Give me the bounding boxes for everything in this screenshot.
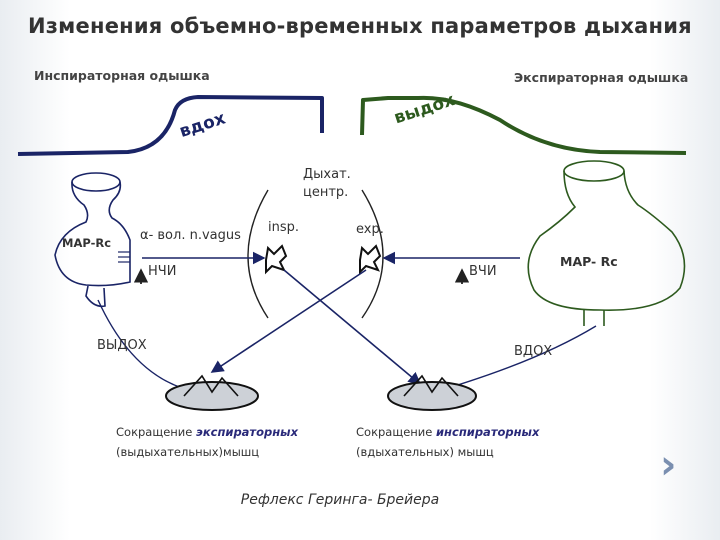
inspiratory-muscle-ellipse — [387, 381, 477, 411]
insp-label: insp. — [268, 220, 300, 235]
right-flask-label: MAP- Rc — [560, 254, 618, 269]
insp-neuron-icon — [265, 244, 288, 275]
exp-to-expiratory-muscles — [210, 269, 367, 373]
left-caption-line1: Сокращение экспираторных — [116, 425, 298, 439]
left-subtitle: Инспираторная одышка — [34, 68, 210, 83]
right-caption-line1: Сокращение инспираторных — [356, 425, 539, 439]
right-caption-prefix: Сокращение — [356, 425, 436, 439]
expiratory-muscle-fibers — [183, 374, 239, 397]
center-label-line1: Дыхат. — [303, 167, 351, 182]
left-caption-line2: (выдыхательных)мышц — [116, 445, 260, 459]
left-flask — [54, 172, 131, 308]
wave-left-label: вдох — [177, 108, 228, 142]
chevron-right-icon[interactable]: › — [660, 442, 677, 488]
exp-neuron-icon — [359, 244, 382, 275]
right-subtitle: Экспираторная одышка — [514, 70, 689, 85]
left-flask-label: MAP-Rc — [62, 236, 112, 250]
right-feedback-curve — [447, 325, 597, 389]
right-caption-line2: (вдыхательных) мышц — [356, 445, 494, 459]
left-caption-emphasis: экспираторных — [196, 425, 298, 439]
left-caption-prefix: Сокращение — [116, 425, 196, 439]
expiratory-wave — [360, 95, 687, 155]
right-caption-emphasis: инспираторных — [436, 425, 540, 439]
page-title: Изменения объемно-временных параметров д… — [28, 14, 692, 38]
respiratory-center-label: Дыхат. центр. — [303, 166, 351, 202]
wave-right-label: выдох — [392, 90, 458, 128]
reflex-label: Рефлекс Геринга- Брейера — [240, 492, 440, 508]
expiratory-muscle-ellipse — [165, 381, 259, 411]
insp-to-inspiratory-muscles — [283, 269, 422, 386]
receptor-lines — [118, 251, 130, 263]
center-label-line2: центр. — [303, 185, 349, 200]
left-phase-label: ВЫДОХ — [97, 338, 147, 353]
right-flask — [527, 160, 686, 326]
center-left-bracket — [247, 189, 269, 319]
inspiratory-muscle-fibers — [403, 374, 459, 397]
inspiratory-wave — [17, 95, 324, 156]
left-feedback-curve — [97, 299, 183, 389]
vagus-label: α- вол. n.vagus — [140, 228, 241, 243]
right-phase-label: ВДОХ — [514, 344, 553, 359]
vchi-label: ВЧИ — [469, 264, 497, 279]
exp-label: exp. — [356, 222, 384, 237]
nchi-label: НЧИ — [148, 264, 177, 279]
